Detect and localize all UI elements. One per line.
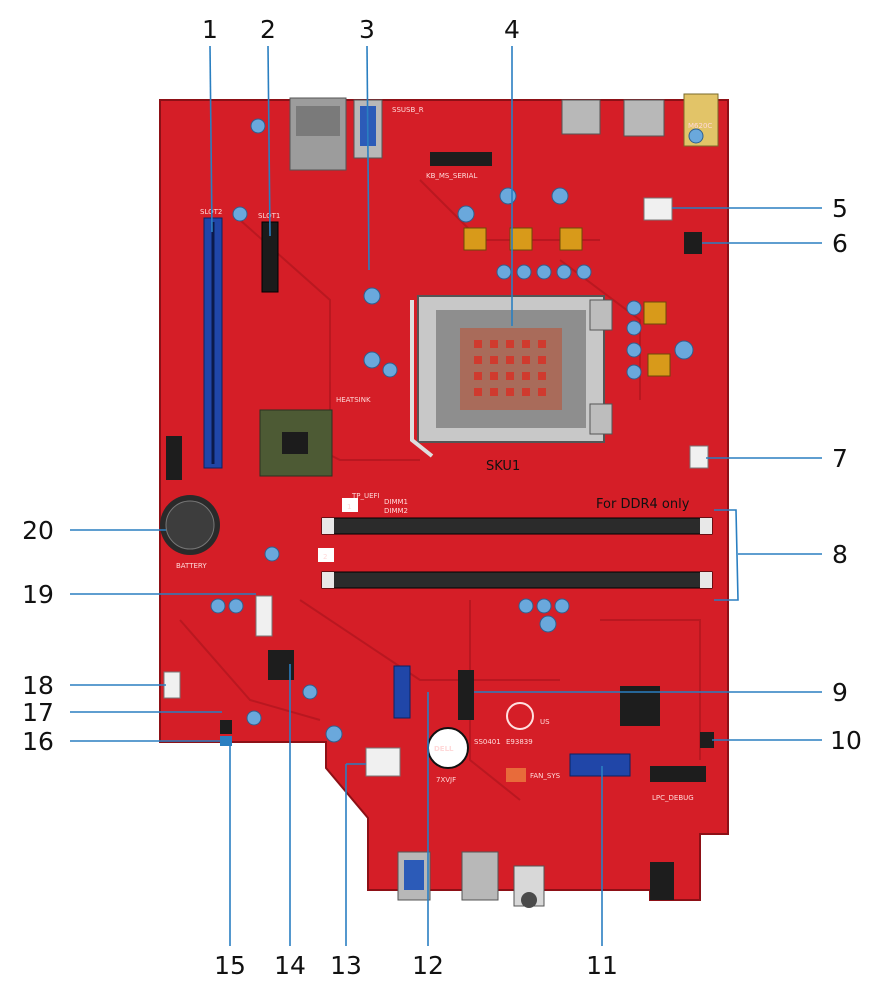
callout-10: 10 [830, 726, 862, 755]
heatsink-label: HEATSINK [336, 396, 371, 404]
dimm-tag-1 [342, 498, 358, 512]
callout-7: 7 [832, 444, 848, 473]
ssusb-label: SSUSB_R [392, 106, 424, 114]
callout-5: 5 [832, 194, 848, 223]
leader-3 [366, 45, 370, 271]
power-switch-header [700, 732, 714, 748]
fan-header-cpu [684, 232, 702, 254]
m2-slot [458, 670, 474, 720]
dimm-tag-2-text: 2 [323, 553, 327, 561]
cpu-socket-icon [410, 295, 613, 458]
tp-uefi-label: TP_UEFI [351, 492, 380, 500]
leader-2 [267, 45, 271, 237]
callout-9: 9 [832, 678, 848, 707]
kb-label: KB_MS_SERIAL [426, 172, 477, 180]
battery-label: BATTERY [176, 562, 207, 570]
dell-logo-text: DELL [434, 745, 454, 753]
speaker-header [163, 671, 181, 699]
jumper-pswd [220, 720, 232, 734]
callout-4: 4 [504, 15, 520, 44]
dimm-slot-1 [321, 517, 713, 535]
callout-6: 6 [832, 229, 848, 258]
callout-numbers: 1 2 3 4 5 6 7 8 9 10 11 12 13 14 15 16 1… [22, 15, 862, 980]
front-panel-header [166, 436, 182, 480]
fcc-label: 7XVJF [436, 776, 456, 784]
callout-18: 18 [22, 671, 54, 700]
us-label: US [540, 718, 550, 726]
callout-13: 13 [330, 951, 362, 980]
leader-1 [209, 45, 213, 233]
dimm-bracket [714, 509, 739, 601]
atx-power-6pin [365, 747, 401, 777]
fan-sys-label: FAN_SYS [530, 772, 561, 780]
callout-17: 17 [22, 698, 54, 727]
hdmi-port [623, 99, 665, 137]
ddr-label: For DDR4 only [596, 497, 690, 512]
callout-15: 15 [214, 951, 246, 980]
front-power-led [650, 862, 674, 900]
sata-power-connector [255, 595, 273, 637]
dimm-tag-2 [318, 548, 334, 562]
cert-label-1: SS0401 [474, 738, 501, 746]
leader-lines [70, 45, 822, 946]
dimm1-label: DIMM1 [384, 498, 408, 506]
fan-sys-header [506, 768, 526, 782]
intrusion-header [689, 445, 709, 469]
callout-2: 2 [260, 15, 276, 44]
usb-header-blue [569, 753, 631, 777]
callout-3: 3 [359, 15, 375, 44]
jumper-clr [220, 736, 232, 746]
callout-19: 19 [22, 580, 54, 609]
callout-20: 20 [22, 516, 54, 545]
callout-16: 16 [22, 727, 54, 756]
serial-header [430, 152, 492, 166]
dimm2-label: DIMM2 [384, 507, 408, 515]
dp-port [561, 99, 601, 135]
sata-connector [393, 665, 411, 719]
cert-label-2: E93839 [506, 738, 533, 746]
coin-battery-icon [160, 495, 220, 555]
vrm-inductors [463, 227, 671, 377]
power-connector-4pin [643, 197, 673, 221]
lpc-label: LPC_DEBUG [652, 794, 694, 802]
sku-label: SKU1 [486, 459, 520, 474]
dimm-tag-1-text: 1 [347, 503, 351, 511]
lpc-debug-header [650, 766, 706, 782]
callout-8: 8 [832, 540, 848, 569]
front-usb-port-2 [461, 851, 499, 901]
capacitors [210, 118, 704, 743]
callout-12: 12 [412, 951, 444, 980]
callout-11: 11 [586, 951, 618, 980]
dell-logo-icon: DELL [427, 727, 469, 769]
callout-1: 1 [202, 15, 218, 44]
audio-chip-label: M620C [688, 122, 712, 130]
callout-14: 14 [274, 951, 306, 980]
dimm-slot-2 [321, 571, 713, 589]
ul-mark-icon: US [506, 702, 550, 730]
